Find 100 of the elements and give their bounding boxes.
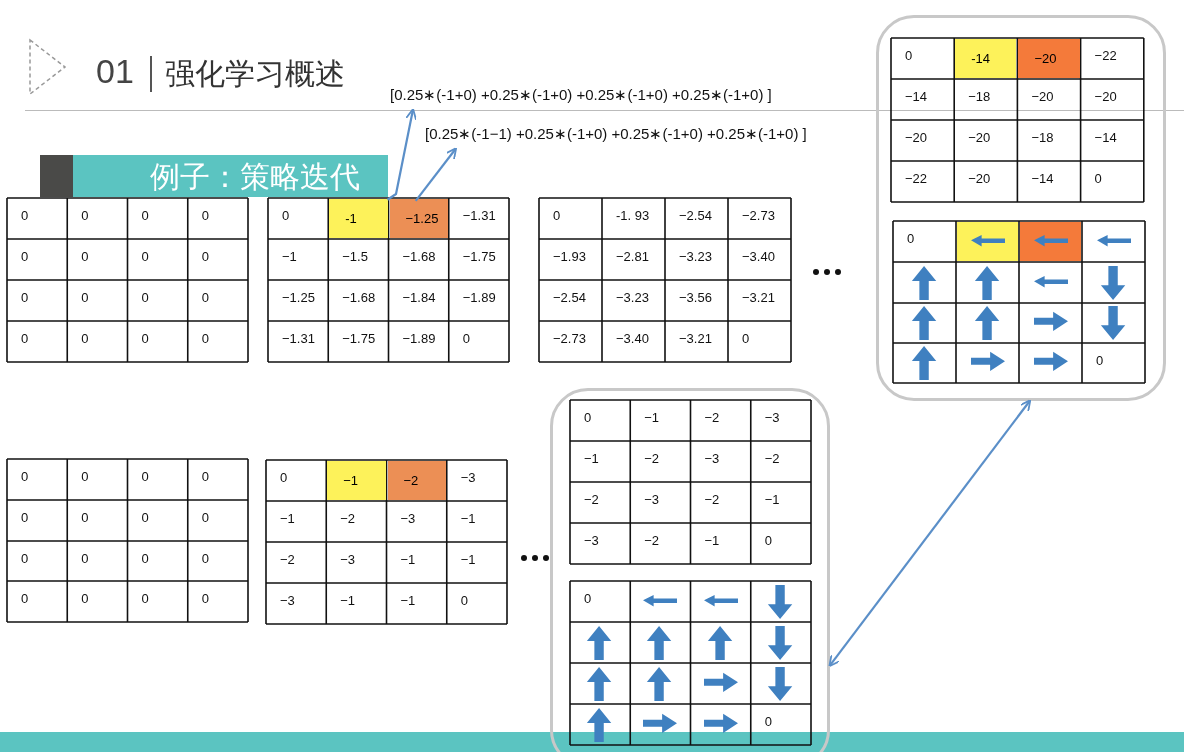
formula-text: [0.25∗(-1−1) +0.25∗(-1+0) +0.25∗(-1+0) +0.25∗(-1+0) ] [425, 125, 807, 149]
cell-value: −1 [282, 249, 297, 264]
highlighted-cell: -1 [329, 199, 388, 238]
cell-value: 0 [584, 591, 592, 606]
cell-value: 0 [201, 469, 209, 484]
cell-value: −20 [968, 130, 991, 145]
cell-value: 0 [282, 208, 290, 223]
cell-value: −1.89 [462, 290, 496, 305]
cell-value: −1 [704, 533, 720, 548]
cell-value: −1 [764, 492, 780, 507]
section-number: 01 [96, 52, 134, 91]
cell-value: 0 [141, 290, 149, 305]
cell-value: 0 [141, 249, 149, 264]
cell-value: 0 [907, 231, 915, 246]
cell-value: −22 [905, 171, 928, 186]
cell-value: 0 [81, 249, 89, 264]
cell-value: −1 [280, 511, 295, 526]
cell-value: −1 [460, 552, 476, 567]
cell-value: −3 [460, 470, 476, 485]
cell-value: −1 [644, 410, 660, 425]
cell-value: 0 [462, 331, 470, 346]
cell-value: 0 [460, 593, 468, 608]
cell-value: −3.40 [742, 249, 775, 264]
cell-value: −2 [644, 451, 660, 466]
cell-value: 0 [21, 469, 29, 484]
highlighted-cell: −1.25 [389, 199, 448, 238]
cell-value: −2 [644, 533, 660, 548]
cell-value: 0 [280, 470, 288, 485]
cell-value: −3 [280, 593, 295, 608]
cell-value: −3.21 [679, 331, 712, 346]
cell-value: 0 [21, 208, 29, 223]
cell-value: −2 [280, 552, 295, 567]
cell-value: 0 [21, 331, 29, 346]
cell-value: −1.75 [342, 331, 376, 346]
cell-value: −14 [1094, 130, 1117, 145]
cell-value: 0 [742, 331, 750, 346]
cell-value: −20 [968, 171, 991, 186]
cell-value: −3 [400, 511, 416, 526]
slide-title: 强化学习概述 [165, 55, 345, 93]
cell-value: 0 [553, 208, 561, 223]
cell-value: 0 [21, 249, 29, 264]
cell-value: 0 [584, 410, 592, 425]
cell-value: 0 [764, 714, 772, 729]
cell-value: −2.73 [742, 208, 775, 223]
cell-value: 0 [81, 290, 89, 305]
cell-value: −1.75 [462, 249, 496, 264]
cell-value: 0 [141, 331, 149, 346]
cell-value: −1 [584, 451, 599, 466]
cell-value: −3 [704, 451, 720, 466]
arrow [386, 108, 417, 201]
highlighted-cell: −20 [1018, 39, 1080, 78]
cell-value: −20 [1094, 89, 1117, 104]
cell-value: −1.84 [402, 290, 436, 305]
cell-value: −2 [704, 410, 720, 425]
cell-value: 0 [21, 290, 29, 305]
cell-value: −2.54 [553, 290, 586, 305]
cell-value: 0 [141, 510, 149, 525]
cell-value: −2.73 [553, 331, 586, 346]
cell-value: −20 [905, 130, 928, 145]
cell-value: −2.81 [616, 249, 649, 264]
cell-value: 0 [81, 331, 89, 346]
cell-value: −2.54 [679, 208, 712, 223]
cell-value: −14 [905, 89, 928, 104]
highlighted-cell: −1 [327, 461, 386, 500]
cell-value: 0 [81, 208, 89, 223]
cell-value: 0 [81, 469, 89, 484]
cell-value: 0 [201, 249, 209, 264]
cell-value: −2 [764, 451, 780, 466]
cell-value: −3 [764, 410, 780, 425]
cell-value: −1.5 [342, 249, 368, 264]
cell-value: −1 [400, 552, 416, 567]
cell-value: 0 [201, 591, 209, 606]
cell-value: 0 [81, 510, 89, 525]
cell-value: −2 [584, 492, 599, 507]
cell-value: −3.23 [679, 249, 712, 264]
cell-value: −3 [644, 492, 660, 507]
cell-value: −18 [968, 89, 991, 104]
cell-value: −1.25 [282, 290, 315, 305]
cell-value: 0 [141, 469, 149, 484]
cell-value: -1. 93 [616, 208, 650, 223]
cell-value: 0 [201, 510, 209, 525]
rounded-panel [550, 388, 830, 752]
cell-value: 0 [21, 510, 29, 525]
arrow [414, 147, 458, 202]
rounded-panel [876, 15, 1166, 401]
cell-value: −22 [1094, 48, 1117, 63]
cell-value: −1 [340, 593, 356, 608]
cell-value: −1.68 [342, 290, 376, 305]
cell-value: 0 [201, 290, 209, 305]
cell-value: 0 [905, 48, 913, 63]
cell-value: −1.31 [462, 208, 496, 223]
cell-value: −1.89 [402, 331, 436, 346]
cell-value: −3.40 [616, 331, 649, 346]
cell-value: −2 [704, 492, 720, 507]
cell-value: 0 [201, 208, 209, 223]
cell-value: −3 [340, 552, 356, 567]
cell-value: −1.31 [282, 331, 315, 346]
cell-value: −3.21 [742, 290, 775, 305]
highlighted-cell: −2 [387, 461, 446, 500]
formula-text: [0.25∗(-1+0) +0.25∗(-1+0) +0.25∗(-1+0) +0.25∗(-1+0) ] [390, 86, 772, 110]
